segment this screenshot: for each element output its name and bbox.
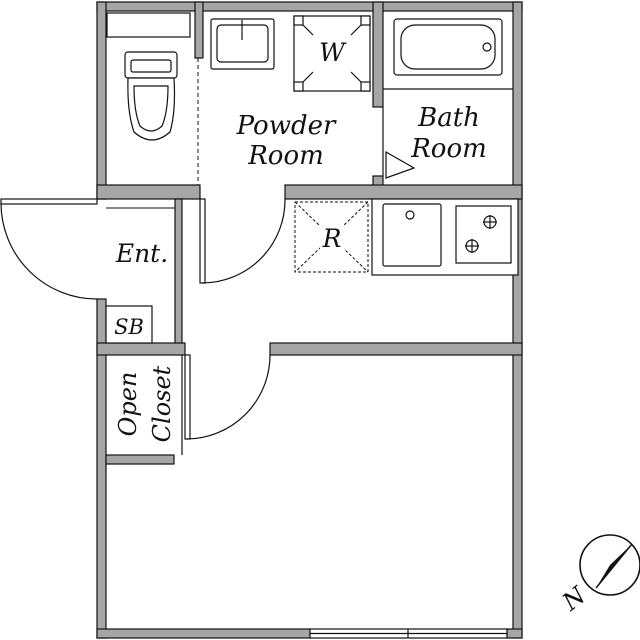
- wall-row1-bottom-right: [284, 184, 523, 200]
- toilet-icon: [124, 51, 178, 141]
- compass-icon: [579, 534, 640, 596]
- kitchen-sink-icon: [382, 203, 442, 267]
- walls: [96, 1, 523, 639]
- shoe-box: [105, 305, 153, 344]
- powder-room-label-line2: Room: [247, 141, 324, 171]
- refrigerator-label: R: [322, 224, 342, 253]
- powder-room-door-icon: [199, 198, 286, 284]
- bath-room-label-line2: Room: [410, 134, 487, 164]
- wall-bottom-left: [96, 628, 311, 639]
- open-closet-label-line1: Open: [114, 372, 142, 437]
- window-bottom: [309, 628, 508, 639]
- wall-row2-bottom-right: [269, 342, 523, 356]
- open-closet-label-line2: Closet: [148, 365, 176, 442]
- washer-label: W: [319, 38, 347, 67]
- wall-right: [512, 1, 523, 639]
- wall-powder-bath: [372, 1, 384, 108]
- storage-shelf: [106, 12, 191, 38]
- bath-door-icon: [382, 107, 416, 179]
- stove-icon: [455, 205, 512, 264]
- entrance-door-icon: [0, 198, 98, 300]
- refrigerator-label-bg: [320, 222, 344, 252]
- entrance-label: Ent.: [115, 239, 168, 268]
- wall-left-upper: [96, 1, 107, 200]
- wall-top: [96, 1, 523, 12]
- wall-toilet-powder: [194, 1, 204, 59]
- powder-room-label-line1: Powder: [236, 111, 337, 141]
- washer-icon: [293, 15, 371, 92]
- shoe-box-label: SB: [114, 315, 144, 339]
- wall-bottom-right: [506, 628, 523, 639]
- wall-entrance-right: [174, 198, 183, 346]
- wall-closet-shelf: [105, 454, 175, 465]
- wall-row1-bottom-left: [96, 184, 201, 200]
- wall-row2-bottom-left: [96, 342, 186, 356]
- bath-room-label-line1: Bath: [417, 103, 480, 133]
- main-room-door-icon: [184, 354, 271, 440]
- compass-north-label: N: [556, 581, 591, 617]
- sink-icon: [210, 18, 275, 70]
- bathtub-icon: [393, 18, 503, 76]
